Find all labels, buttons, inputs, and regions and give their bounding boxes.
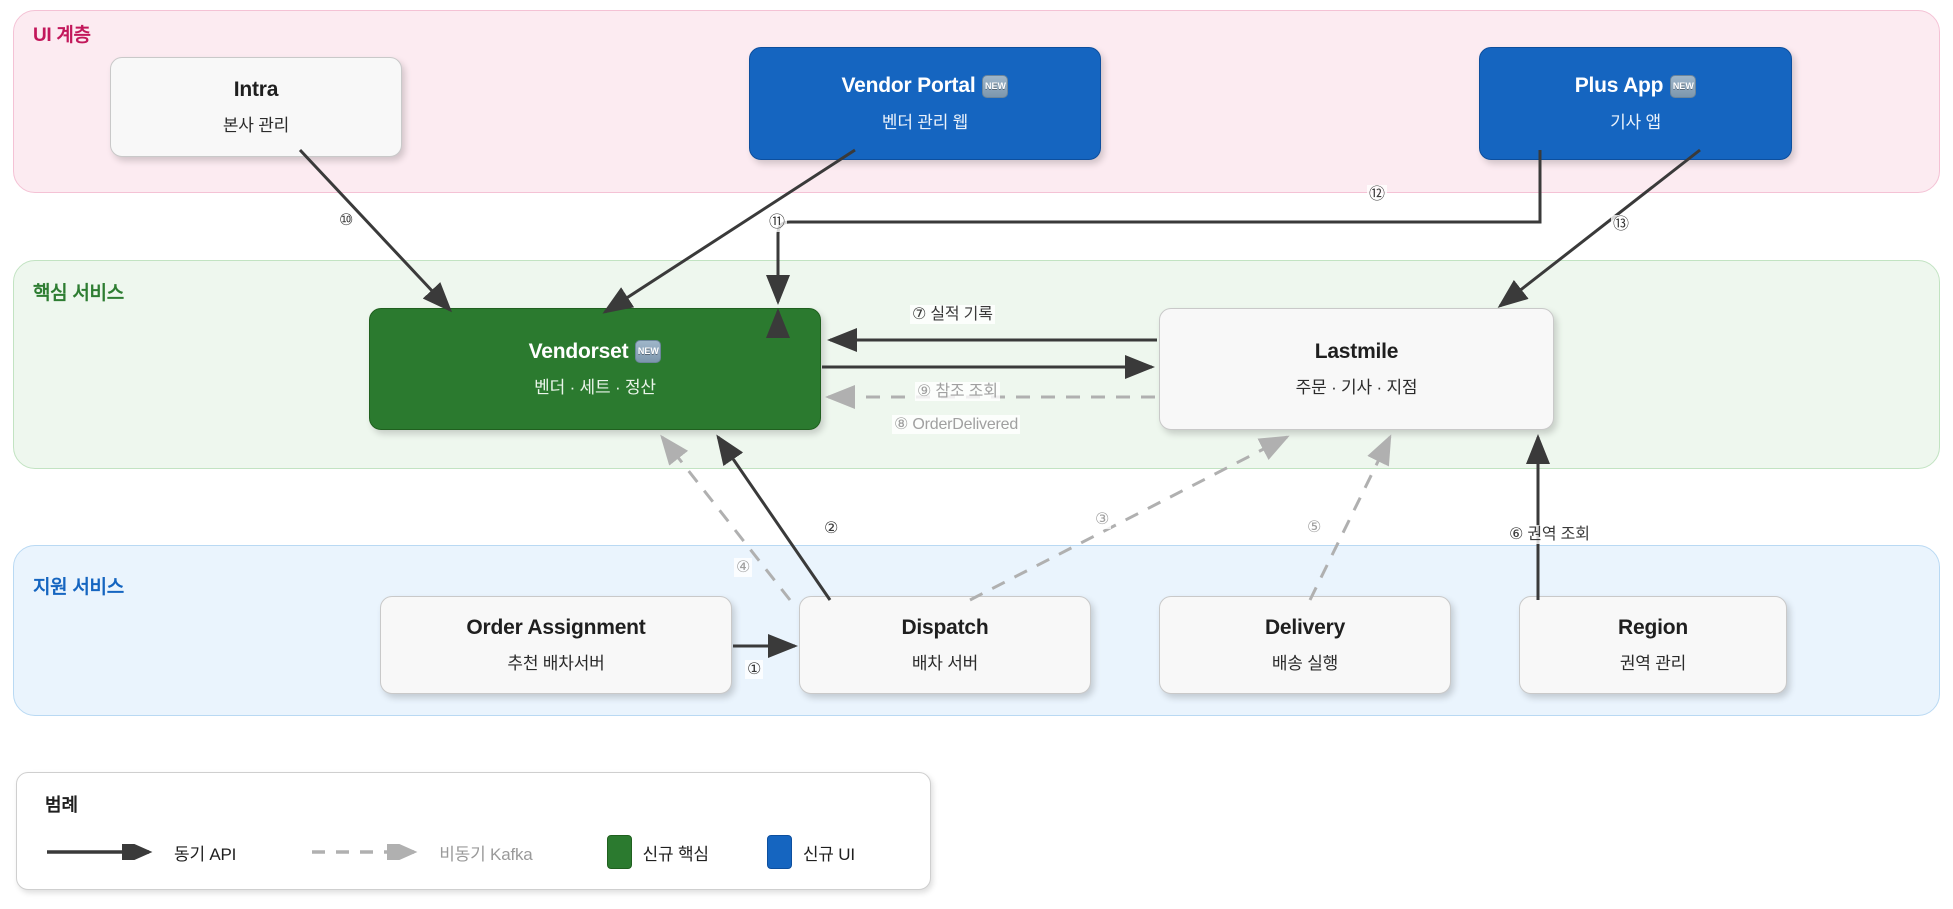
node-region-subtitle: 권역 관리 (1619, 654, 1687, 674)
node-plus-app[interactable]: Plus App NEW 기사 앱 (1479, 47, 1792, 160)
green-swatch-icon (606, 835, 632, 869)
legend-item-async: 비동기 Kafka (310, 840, 533, 865)
node-vendor-portal-title: Vendor Portal NEW (842, 74, 1009, 98)
edge-label-2: ② (822, 519, 841, 539)
node-vendor-portal[interactable]: Vendor Portal NEW 벤더 관리 웹 (749, 47, 1101, 160)
legend-label-new-core: 신규 핵심 (642, 844, 709, 864)
edge-label-12: ⑫ (1367, 185, 1387, 205)
legend-item-sync: 동기 API (45, 840, 236, 865)
edge-label-4: ④ (734, 558, 753, 578)
node-region[interactable]: Region 권역 관리 (1519, 596, 1787, 694)
node-vendor-portal-subtitle: 벤더 관리 웹 (881, 112, 969, 132)
legend-label-async: 비동기 Kafka (439, 844, 533, 864)
edge-label-8: ⑧ OrderDelivered (892, 415, 1021, 435)
edge-label-3: ③ (1093, 510, 1112, 530)
node-lastmile-subtitle: 주문 · 기사 · 지점 (1295, 378, 1418, 398)
node-order-assignment-title: Order Assignment (466, 615, 646, 639)
node-lastmile-title: Lastmile (1314, 339, 1399, 363)
edge-label-7: ⑦ 실적 기록 (910, 305, 995, 325)
node-delivery-title: Delivery (1264, 615, 1346, 639)
layer-title-core: 핵심 서비스 (33, 283, 124, 304)
node-intra-subtitle: 본사 관리 (222, 116, 290, 136)
edge-label-13: ⑬ (1611, 215, 1631, 235)
blue-swatch-icon (766, 835, 792, 869)
new-badge-icon: NEW (982, 74, 1009, 98)
layer-band-core (13, 260, 1940, 469)
node-lastmile[interactable]: Lastmile 주문 · 기사 · 지점 (1159, 308, 1554, 430)
node-dispatch[interactable]: Dispatch 배차 서버 (799, 596, 1091, 694)
node-plus-app-title: Plus App NEW (1575, 74, 1697, 98)
legend-label-new-ui: 신규 UI (802, 844, 855, 864)
legend-items-row: 동기 API 비동기 Kafka 신규 핵심 (45, 835, 855, 869)
node-vendorset-title: Vendorset NEW (529, 340, 662, 364)
node-vendorset-subtitle: 벤더 · 세트 · 정산 (534, 378, 656, 398)
node-dispatch-subtitle: 배차 서버 (911, 654, 979, 674)
node-intra-title: Intra (233, 77, 279, 101)
legend-item-new-ui: 신규 UI (766, 835, 855, 869)
layer-title-support: 지원 서비스 (33, 577, 124, 598)
legend-panel: 범례 동기 API (16, 772, 931, 890)
dashed-arrow-icon (312, 844, 418, 860)
edge-label-6: ⑥ 권역 조회 (1507, 525, 1592, 545)
node-intra[interactable]: Intra 본사 관리 (110, 57, 402, 157)
legend-item-new-core: 신규 핵심 (606, 835, 709, 869)
edge-label-10: ⑩ (337, 211, 356, 231)
node-dispatch-title: Dispatch (901, 615, 989, 639)
legend-label-sync: 동기 API (174, 844, 237, 864)
node-delivery[interactable]: Delivery 배송 실행 (1159, 596, 1451, 694)
new-badge-icon: NEW (1670, 74, 1697, 98)
node-plus-app-subtitle: 기사 앱 (1610, 112, 1661, 132)
edge-label-9: ⑨ 참조 조회 (915, 382, 1000, 402)
node-order-assignment-subtitle: 추천 배차서버 (507, 654, 605, 674)
node-delivery-subtitle: 배송 실행 (1271, 654, 1339, 674)
legend-title: 범례 (45, 795, 79, 815)
node-region-title: Region (1618, 615, 1688, 639)
node-order-assignment[interactable]: Order Assignment 추천 배차서버 (380, 596, 732, 694)
edge-label-5: ⑤ (1305, 518, 1324, 538)
edge-label-11: ⑪ (767, 213, 787, 233)
new-badge-icon: NEW (635, 340, 662, 364)
edge-label-1: ① (745, 660, 764, 680)
node-vendorset[interactable]: Vendorset NEW 벤더 · 세트 · 정산 (369, 308, 821, 430)
solid-arrow-icon (47, 844, 153, 860)
layer-title-ui: UI 계층 (33, 25, 91, 46)
